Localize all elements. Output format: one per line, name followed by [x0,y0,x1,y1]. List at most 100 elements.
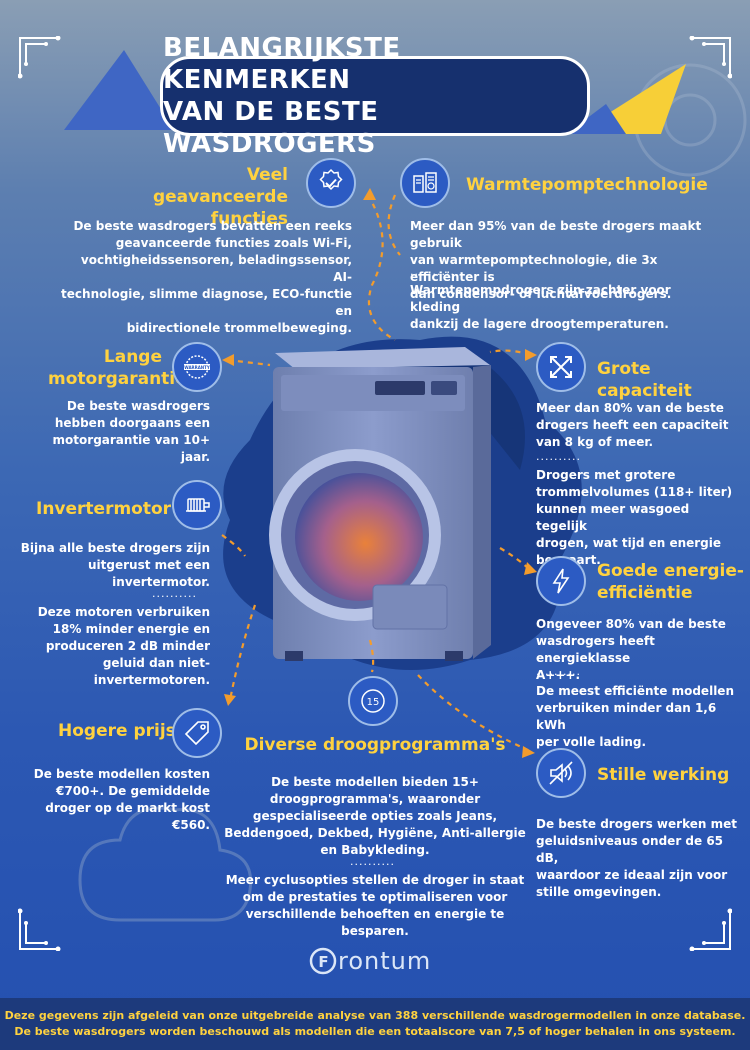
stil-line: geluidsniveaus onder de 65 dB, [536,834,724,865]
energie-heading: Goede energie- efficiëntie [597,560,744,604]
programmas-line: verschillende behoeften en energie te [245,907,505,921]
stil-line: De beste drogers werken met [536,817,737,831]
page-title-line-2: van de beste wasdrogers [163,97,379,159]
inverter-line: invertermotor. [112,575,210,589]
warmtepomp-line: van warmtepomptechnologie, die 3x effici… [410,253,658,284]
garantie-heading-line-2: motorgarantie [48,369,187,389]
warmtepomp-line: Meer dan 95% van de beste drogers maakt … [410,219,702,250]
footer-note: Deze gegevens zijn afgeleid van onze uit… [0,998,750,1050]
energie-body-2: De meest efficiënte modellen verbruiken … [536,683,736,751]
garantie-line: De beste wasdrogers [66,399,210,413]
motor-icon [172,480,222,530]
inverter-line: Bijna alle beste drogers zijn [20,541,210,555]
washer-dryer-illustration [269,347,491,661]
inverter-line: 18% minder energie en [52,622,210,636]
frontum-logo-mark-icon: F [309,947,337,975]
energie-body-1: Ongeveer 80% van de beste wasdrogers hee… [536,616,736,684]
capaciteit-line: van 8 kg of meer. [536,435,654,449]
inverter-body-2: Deze motoren verbruiken 18% minder energ… [20,604,210,689]
programmas-line: Meer cyclusopties stellen de droger in s… [225,873,525,887]
energie-line: De meest efficiënte modellen [536,684,734,698]
timer-15-icon: 15 [348,676,398,726]
timer-icon-text: 15 [367,697,380,708]
energie-line: A+++. [536,668,581,682]
warmtepomp-line: Warmtepompdrogers zijn zachter voor kled… [410,283,671,314]
prijs-line: droger op de markt kost [45,801,210,815]
warmtepomp-line: dankzij de lagere droogtemperaturen. [410,317,669,331]
separator-dots: ·········· [536,668,581,681]
mute-speaker-icon [536,748,586,798]
programmas-body-2: Meer cyclusopties stellen de droger in s… [220,872,530,940]
programmas-line: om de prestaties te optimaliseren voor [242,890,508,904]
corner-bracket-bottom-left [17,905,64,952]
capaciteit-line: trommelvolumes (118+ liter) [536,485,733,499]
inverter-heading: Invertermotor [36,499,172,519]
prijs-line: De beste modellen kosten [33,767,210,781]
corner-bracket-top-right [686,35,733,82]
functies-line: geavanceerde functies zoals Wi-Fi, [115,236,352,250]
corner-bracket-top-left [17,35,64,82]
energie-line: Ongeveer 80% van de beste [536,617,726,631]
programmas-line: en Babykleding. [320,843,430,857]
inverter-line: uitgerust met een [87,558,210,572]
energie-heading-line-2: efficiëntie [597,583,693,603]
inverter-line: Deze motoren verbruiken [37,605,210,619]
inverter-body-1: Bijna alle beste drogers zijn uitgerust … [20,540,210,591]
capaciteit-body-2: Drogers met grotere trommelvolumes (118+… [536,467,736,569]
capaciteit-line: Meer dan 80% van de beste [536,401,724,415]
footer-line-2: De beste wasdrogers worden beschouwd als… [14,1025,736,1038]
warmtepomp-body-2: Warmtepompdrogers zijn zachter voor kled… [410,282,710,333]
energie-line: per volle lading. [536,735,647,749]
programmas-line: droogprogramma's, waaronder [269,792,481,806]
functies-heading: Veel geavanceerde functies [120,164,288,230]
functies-body: De beste wasdrogers bevatten een reeks g… [60,218,352,337]
title-banner: Belangrijkste kenmerken van de beste was… [64,33,686,159]
functies-heading-line-1: Veel geavanceerde [152,165,288,207]
programmas-line: besparen. [341,924,409,938]
badge-check-icon [306,158,356,208]
energie-line: wasdrogers heeft energieklasse [536,634,655,665]
frontum-logo: F rontum [308,944,431,978]
capaciteit-body-1: Meer dan 80% van de beste drogers heeft … [536,400,736,451]
warmtepomp-body-1: Meer dan 95% van de beste drogers maakt … [410,218,710,303]
page-title-line-1: Belangrijkste kenmerken [163,33,401,95]
garantie-line: hebben doorgaans een [54,416,210,430]
functies-line: technologie, slimme diagnose, ECO-functi… [61,287,352,318]
inverter-line: geluid dan niet- [102,656,210,670]
title-decoration-left [64,50,174,130]
functies-line: vochtigheidssensoren, beladingssensor, A… [80,253,352,284]
programmas-line: Beddengoed, Dekbed, Hygiëne, Anti-allerg… [224,826,526,840]
energie-heading-line-1: Goede energie- [597,561,744,581]
programmas-body-1: De beste modellen bieden 15+ droogprogra… [220,774,530,859]
functies-heading-line-2: functies [210,209,288,229]
energie-line: verbruiken minder dan 1,6 kWh [536,701,717,732]
warmtepomp-heading: Warmtepomptechnologie [466,175,708,195]
warmtepomp-line: dan condensor- of luchtafvoerdrogers. [410,287,672,301]
garantie-heading: Lange [90,346,162,368]
lightning-icon [536,556,586,606]
stil-body: De beste drogers werken met geluidsnivea… [536,816,741,901]
logo-text: rontum [338,947,432,975]
capaciteit-line: drogen, wat tijd en energie [536,536,722,550]
separator-dots: ·········· [410,268,455,281]
corner-bracket-bottom-right [686,905,733,952]
price-tag-icon [172,708,222,758]
stil-heading: Stille werking [597,765,730,785]
programmas-heading: Diverse droogprogramma's [244,735,506,755]
footer-line-1: Deze gegevens zijn afgeleid van onze uit… [4,1009,746,1022]
warranty-seal-icon: WARRANTY [172,342,222,392]
separator-dots: ·········· [536,453,581,466]
garantie-line: motorgarantie van 10+ jaar. [52,433,210,464]
prijs-line: €560. [172,818,210,832]
prijs-line: €700+. De gemiddelde [56,784,210,798]
capaciteit-heading: Grote capaciteit [597,359,692,401]
functies-line: bidirectionele trommelbeweging. [126,321,352,335]
separator-dots: ·········· [152,590,197,603]
prijs-body: De beste modellen kosten €700+. De gemid… [20,766,210,834]
capaciteit-line: Drogers met grotere [536,468,676,482]
functies-line: De beste wasdrogers bevatten een reeks [73,219,352,233]
expand-arrows-icon [536,342,586,392]
programmas-line: gespecialiseerde opties zoals Jeans, [252,809,498,823]
garantie-heading-line-1: Lange [103,347,162,367]
